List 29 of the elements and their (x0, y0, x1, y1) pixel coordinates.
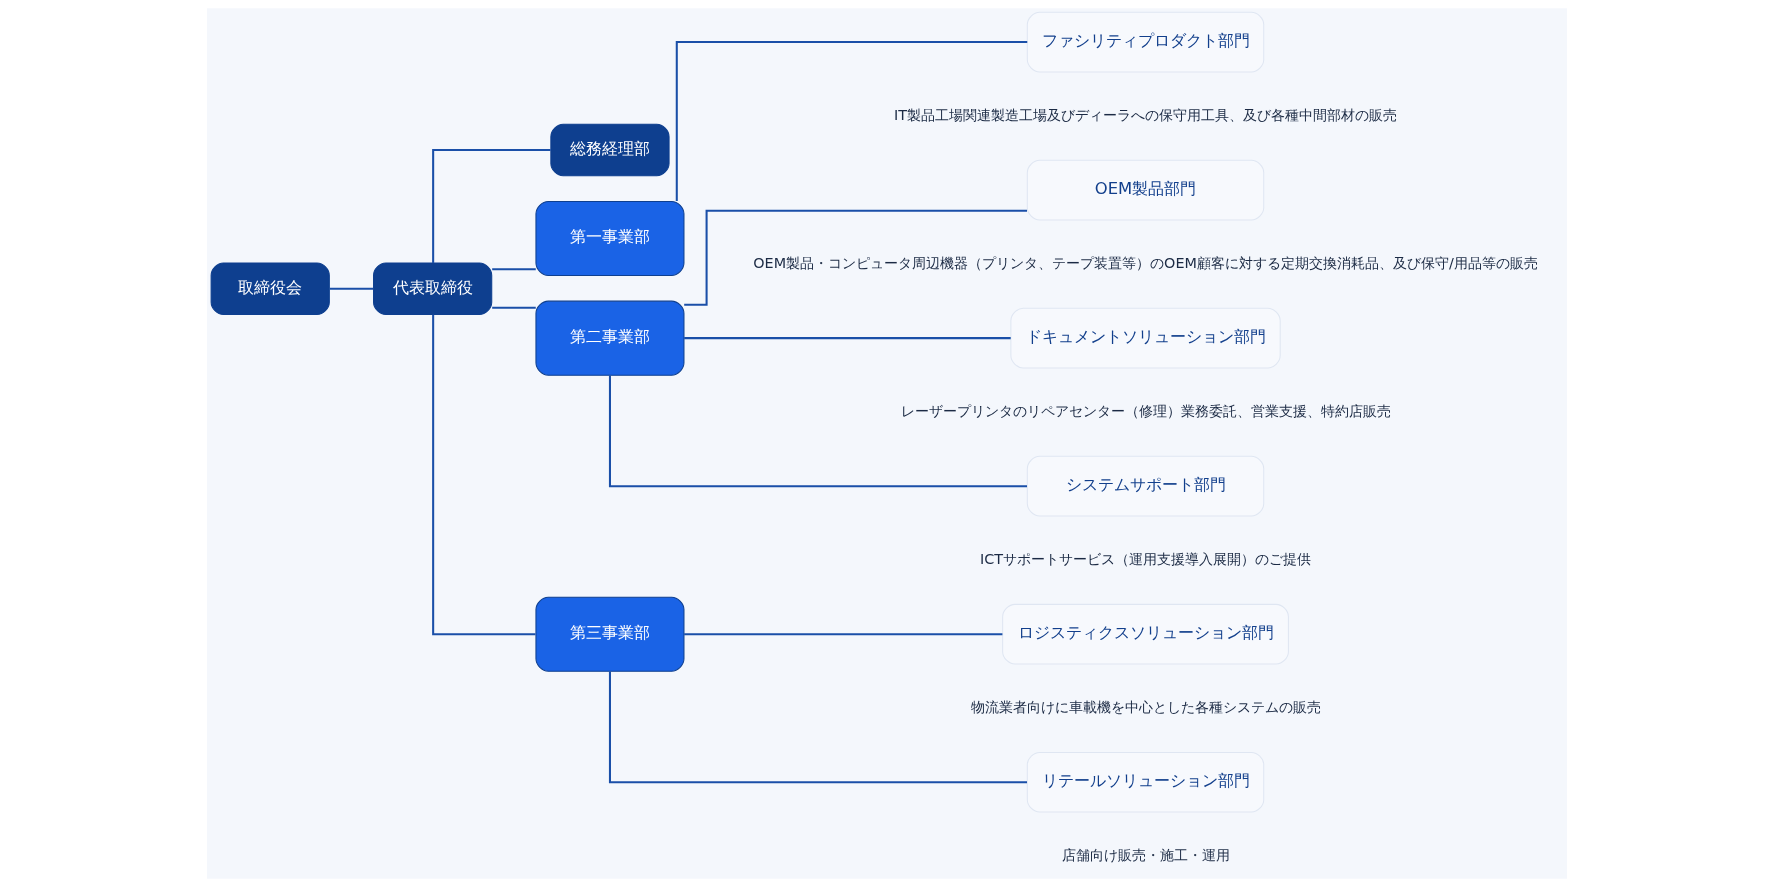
connector (684, 337, 1011, 340)
node-box: 総務経理部 (550, 123, 670, 177)
node-box: システムサポート部門 (1026, 455, 1265, 517)
node-box: OEM製品部門 (1026, 159, 1265, 221)
connector (684, 209, 1028, 306)
node-label: 物流業者向けに車載機を中心とした各種システムの販売 (970, 699, 1321, 715)
connector (432, 149, 551, 263)
connector (492, 268, 536, 271)
node-box: 第二事業部 (535, 300, 685, 376)
connector (608, 375, 1027, 488)
connector (675, 41, 1028, 201)
node-box: リテールソリューション部門 (1026, 751, 1265, 813)
node-label: OEM製品・コンピュータ周辺機器（プリンタ、テープ装置等）のOEM顧客に対する定期交換消耗品、及び保守/用品等の販売 (753, 254, 1538, 271)
node-label: 店舗向け販売・施工・運用 (1061, 847, 1230, 864)
node-box: ロジスティクスソリューション部門 (1002, 603, 1289, 665)
node-label: IT製品工場関連製造工場及びディーラへの保守用工具、及び各種中間部材の販売 (894, 106, 1398, 123)
node-box: 第一事業部 (535, 200, 685, 276)
node-label: ICTサポートサービス（運用支援導入展開）のご提供 (980, 550, 1312, 567)
node-box: ファシリティプロダクト部門 (1026, 11, 1265, 73)
node-box: ドキュメントソリューション部門 (1010, 307, 1281, 369)
connector (608, 671, 1027, 784)
connector (684, 633, 1003, 636)
connector (492, 306, 536, 309)
connector (329, 287, 374, 290)
connector (432, 314, 536, 636)
node-box: 代表取締役 (373, 262, 493, 315)
node-label: レーザープリンタのリペアセンター（修理）業務委託、営業支援、特約店販売 (900, 402, 1391, 419)
node-box: 取締役会 (210, 262, 330, 315)
node-box: 第三事業部 (535, 596, 685, 672)
